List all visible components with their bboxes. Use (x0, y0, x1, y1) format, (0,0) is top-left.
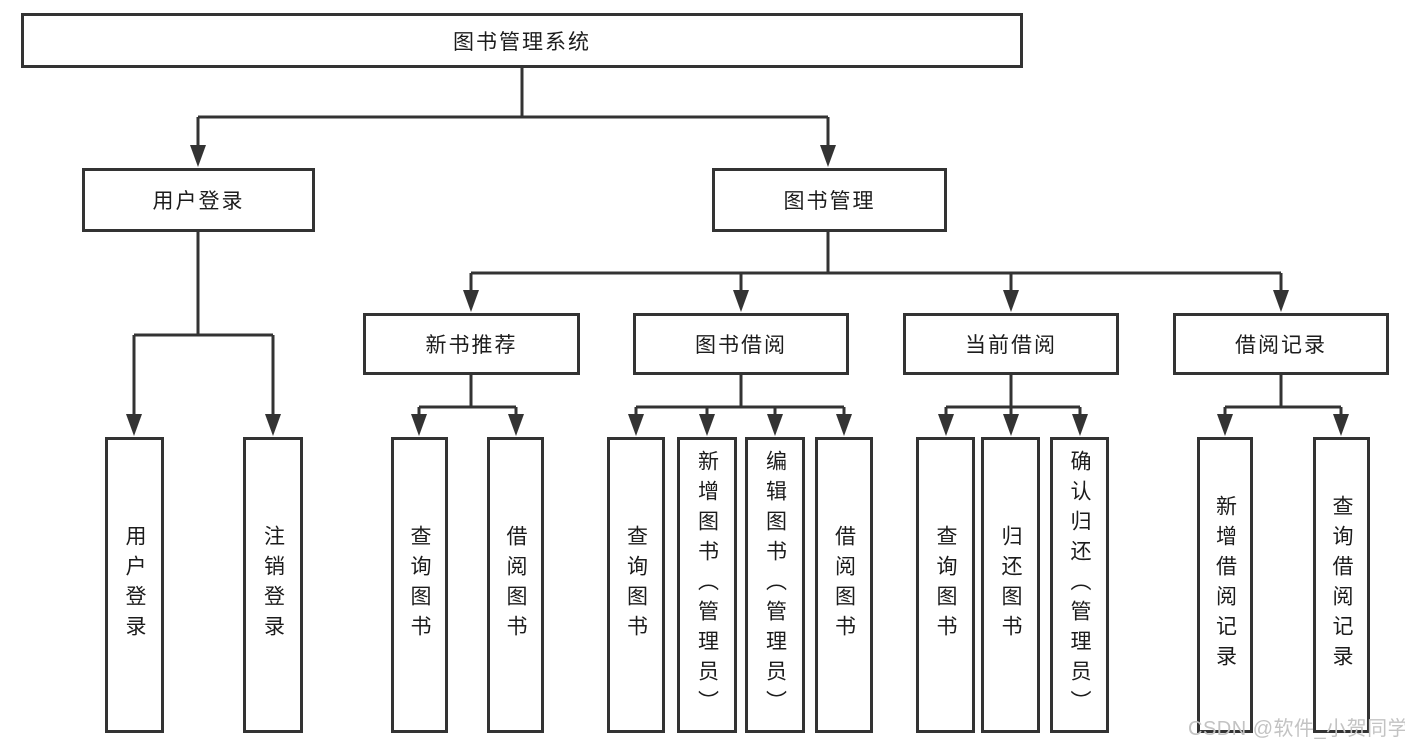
node-book-borrowing-label: 图书借阅 (695, 334, 787, 357)
node-current-borrowing: 当前借阅 (903, 313, 1119, 375)
node-borrowing-records-label: 借阅记录 (1235, 334, 1327, 357)
leaf-query-borrow-record: 查询借阅记录 (1313, 437, 1370, 733)
leaf-logout-label: 注销登录 (261, 525, 285, 645)
leaf-edit-books-admin-label: 编辑图书（管理员） (763, 450, 787, 720)
leaf-add-books-admin-label: 新增图书（管理员） (695, 450, 719, 720)
leaf-edit-books-admin: 编辑图书（管理员） (745, 437, 805, 733)
node-book-management: 图书管理 (712, 168, 947, 232)
node-user-login: 用户登录 (82, 168, 315, 232)
leaf-query-books-recommend: 查询图书 (391, 437, 448, 733)
leaf-query-borrow-record-label: 查询借阅记录 (1330, 495, 1353, 675)
leaf-user-login-label: 用户登录 (123, 525, 146, 645)
node-new-book-recommend: 新书推荐 (363, 313, 580, 375)
leaf-borrow-books-borrowing-label: 借阅图书 (832, 525, 856, 645)
leaf-query-books-current: 查询图书 (916, 437, 975, 733)
leaf-borrow-books-recommend-label: 借阅图书 (504, 525, 527, 645)
leaf-query-books-borrowing: 查询图书 (607, 437, 665, 733)
node-root-label: 图书管理系统 (453, 30, 591, 54)
node-current-borrowing-label: 当前借阅 (965, 334, 1057, 357)
csdn-watermark: CSDN @软件_小贺同学 (1188, 718, 1405, 740)
leaf-add-books-admin: 新增图书（管理员） (677, 437, 737, 733)
leaf-return-books-label: 归还图书 (999, 525, 1022, 645)
leaf-query-books-borrowing-label: 查询图书 (624, 525, 648, 645)
node-root-library-system: 图书管理系统 (21, 13, 1023, 68)
leaf-confirm-return-admin: 确认归还（管理员） (1050, 437, 1109, 733)
leaf-user-login: 用户登录 (105, 437, 164, 733)
node-book-borrowing: 图书借阅 (633, 313, 849, 375)
arrowheads (126, 145, 1349, 436)
leaf-confirm-return-admin-label: 确认归还（管理员） (1068, 450, 1091, 720)
leaf-logout: 注销登录 (243, 437, 303, 733)
leaf-query-books-current-label: 查询图书 (934, 525, 957, 645)
leaf-query-books-recommend-label: 查询图书 (408, 525, 431, 645)
leaf-add-borrow-record: 新增借阅记录 (1197, 437, 1253, 733)
leaf-return-books: 归还图书 (981, 437, 1040, 733)
node-new-book-recommend-label: 新书推荐 (425, 334, 518, 357)
leaf-borrow-books-recommend: 借阅图书 (487, 437, 544, 733)
node-user-login-label: 用户登录 (152, 190, 245, 213)
node-book-management-label: 图书管理 (783, 190, 876, 213)
leaf-add-borrow-record-label: 新增借阅记录 (1213, 495, 1237, 675)
leaf-borrow-books-borrowing: 借阅图书 (815, 437, 873, 733)
node-borrowing-records: 借阅记录 (1173, 313, 1389, 375)
